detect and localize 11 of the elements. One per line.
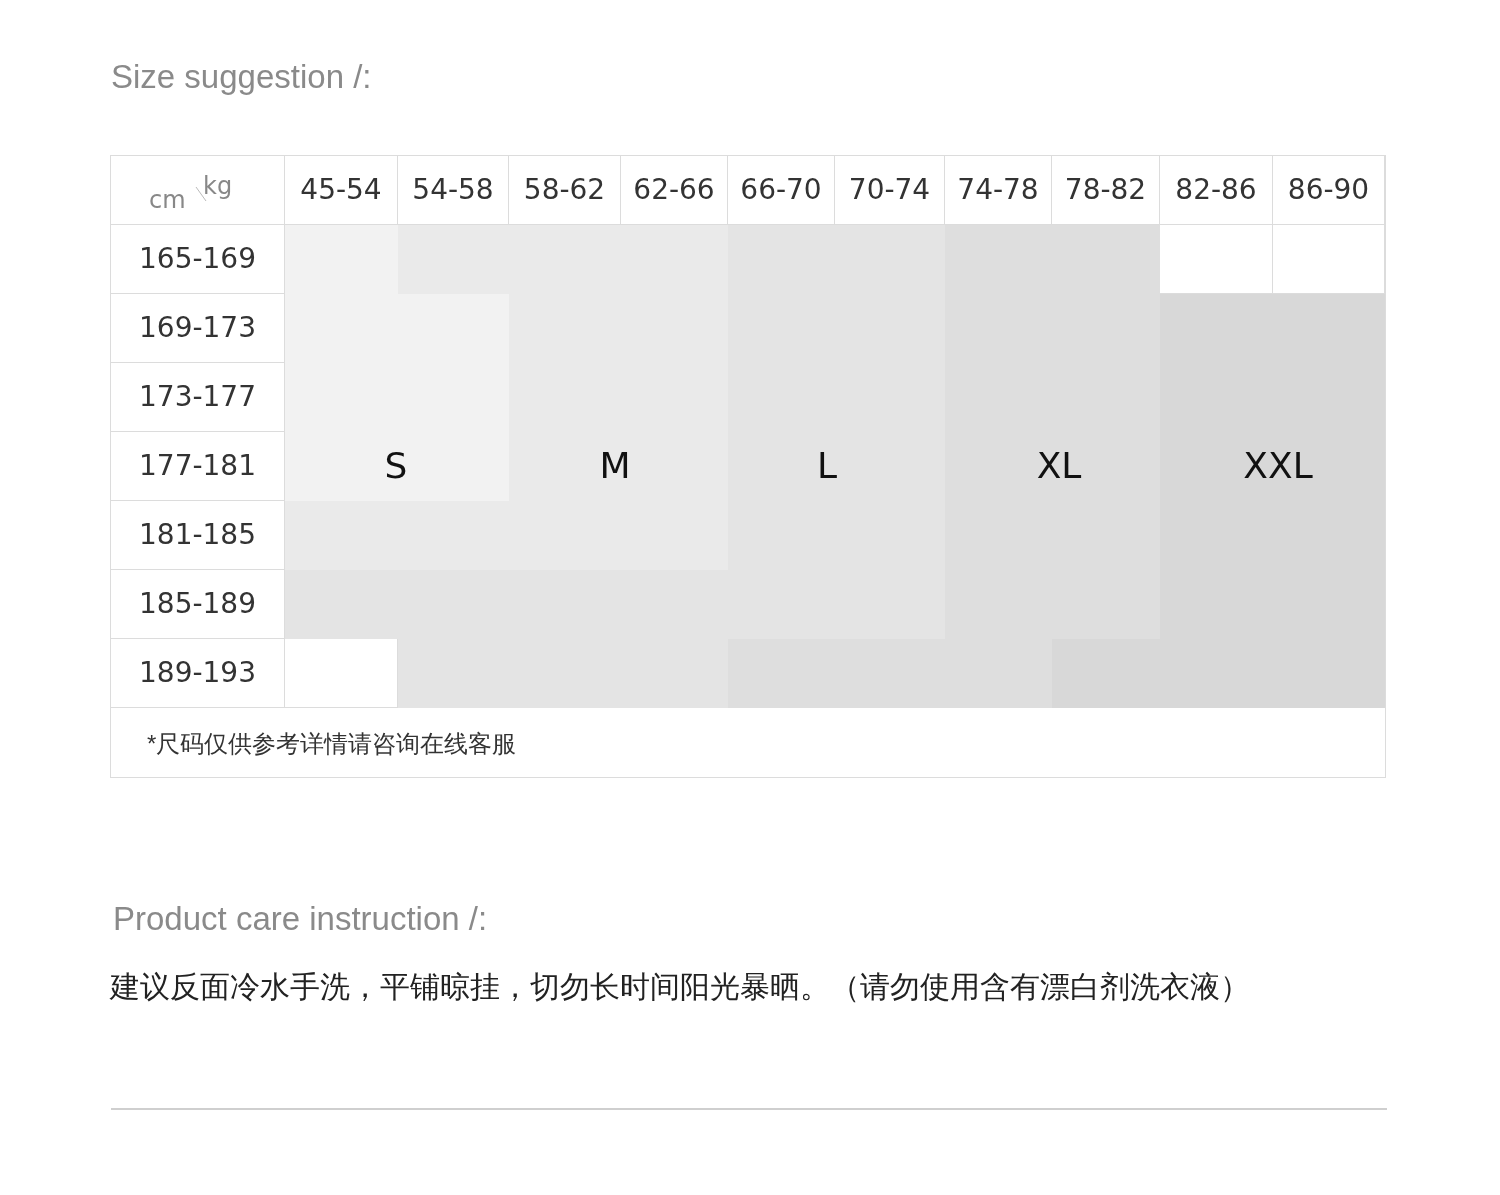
size-label: XL <box>1036 448 1082 484</box>
size-label: S <box>384 448 408 484</box>
size-label: L <box>816 448 838 484</box>
section-heading: Size suggestion /: <box>111 57 372 97</box>
section-heading: Product care instruction /: <box>113 899 488 939</box>
care-instruction: 建议反面冷水手洗，平铺晾挂，切勿长时间阳光暴晒。（请勿使用含有漂白剂洗衣液） <box>110 969 1250 1005</box>
size-label: XXL <box>1243 448 1313 484</box>
size-label: M <box>599 448 631 484</box>
table-note: *尺码仅供参考详情请咨询在线客服 <box>147 729 517 759</box>
unit-label: cm <box>149 185 186 216</box>
unit-label: kg <box>203 171 233 202</box>
